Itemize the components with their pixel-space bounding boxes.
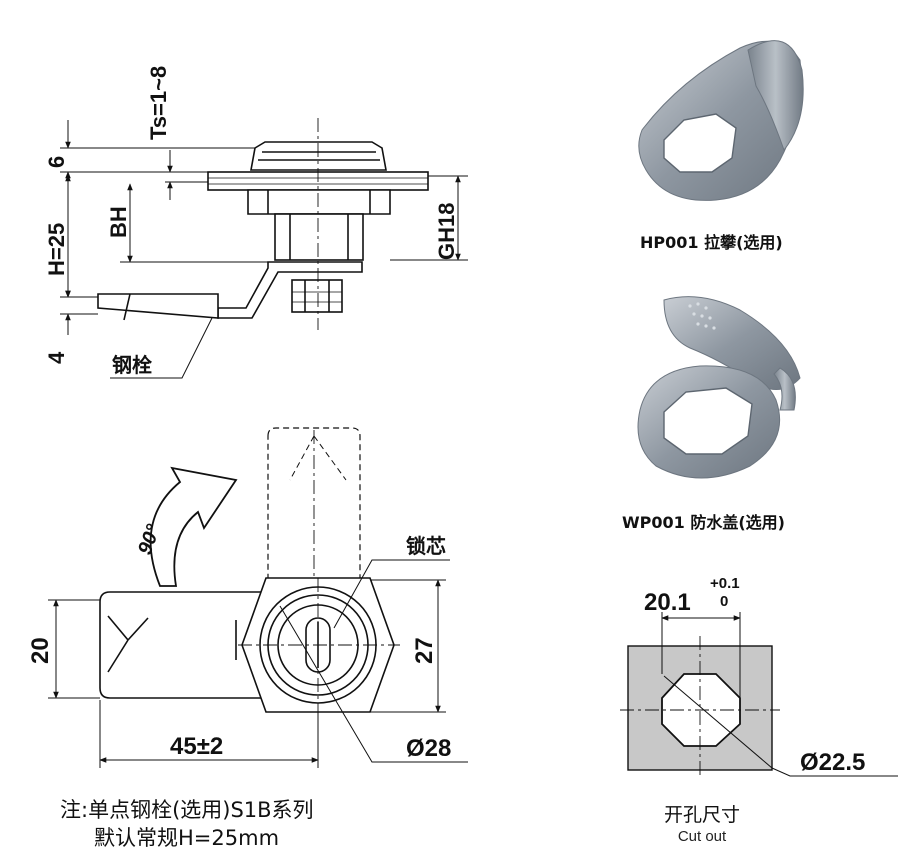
- wp001-caption: WP001 防水盖(选用): [622, 513, 785, 532]
- width20-label: 20: [27, 637, 54, 664]
- ts-label: Ts=1~8: [146, 66, 171, 140]
- side-view: [97, 118, 429, 330]
- core-label: 锁芯: [406, 534, 446, 558]
- four-label: 4: [44, 351, 69, 364]
- rotation-arrow-icon: [149, 466, 238, 587]
- front-dimensions: [48, 559, 468, 768]
- length-label: 45±2: [170, 733, 223, 760]
- cutout-diameter-label: Ø22.5: [800, 749, 865, 776]
- wp001-waterproof-cover-image: [637, 296, 801, 479]
- cutout-title: 开孔尺寸: [663, 804, 740, 826]
- cutout-panel: [620, 636, 780, 778]
- gh-label: GH18: [434, 203, 459, 260]
- cutout-tol-lower: 0: [720, 593, 728, 610]
- cutout-tol-upper: +0.1: [710, 575, 740, 592]
- cutout-width-label: 20.1: [644, 589, 691, 616]
- height27-label: 27: [411, 637, 438, 664]
- six-label: 6: [44, 156, 69, 168]
- hp001-caption: HP001 拉攀(选用): [640, 233, 783, 252]
- front-view: [99, 427, 400, 720]
- side-dimensions: [60, 120, 468, 379]
- note-line-1: 注:单点钢栓(选用)S1B系列: [60, 798, 314, 822]
- cutout-dimensions: [661, 612, 898, 777]
- hp001-pull-ring-image: [638, 40, 804, 201]
- cutout-subtitle: Cut out: [677, 828, 727, 845]
- note-line-2: 默认常规H=25mm: [94, 826, 280, 850]
- h-label: H=25: [44, 223, 69, 276]
- diameter28-label: Ø28: [406, 735, 451, 762]
- bh-label: BH: [106, 206, 131, 238]
- bolt-label: 钢栓: [112, 353, 152, 377]
